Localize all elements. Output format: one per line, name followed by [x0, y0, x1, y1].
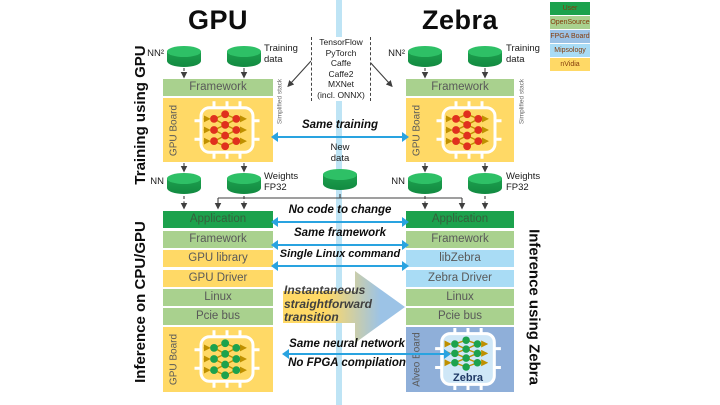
- framework-item: Caffe: [330, 58, 352, 69]
- framework-item: MXNet: [328, 79, 354, 90]
- center-divider-line: [336, 0, 342, 405]
- single-linux-arrow: [271, 261, 409, 271]
- single-linux-command-label: Single Linux command: [279, 248, 401, 260]
- weights-database-icon: [468, 173, 502, 194]
- nn-in-label-left: NN²: [147, 48, 164, 59]
- zebra-chip-label: Zebra: [453, 372, 483, 384]
- transition-line: transition: [284, 310, 339, 324]
- stack-right-row-linux: Linux: [406, 289, 514, 306]
- nn-database-icon: [408, 46, 442, 67]
- training-data-label-right: Training data: [506, 43, 540, 65]
- framework-item: TensorFlow: [319, 37, 363, 47]
- framework-item: Caffe2: [328, 68, 354, 79]
- nn-out-database-icon: [408, 173, 442, 194]
- transition-line: Instantaneous: [284, 283, 366, 297]
- legend-item-user: User: [550, 2, 590, 15]
- stack-right-row-libzebra: libZebra: [406, 250, 514, 267]
- nn-out-label-left: NN: [150, 176, 164, 187]
- stack-left-row-linux: Linux: [163, 289, 273, 306]
- new-data-database-icon: [323, 169, 357, 190]
- nn-in-label-right: NN²: [388, 48, 405, 59]
- stack-right-row-application: Application: [406, 211, 514, 228]
- same-neural-network-arrow: [282, 349, 451, 359]
- zebra-chip-icon: [435, 328, 501, 390]
- gpu-chip-training-left-icon: [194, 101, 260, 159]
- stack-left-row-gpu-library: GPU library: [163, 250, 273, 267]
- stack-right-row-zebra-driver: Zebra Driver: [406, 270, 514, 287]
- gpu-board-train-right-label: GPU Board: [411, 104, 423, 157]
- zebra-title: Zebra: [421, 5, 499, 35]
- legend-item-opensource: OpenSource: [550, 16, 590, 29]
- nn-out-database-icon: [167, 173, 201, 194]
- no-fpga-compilation-label: No FPGA compilation: [288, 357, 406, 369]
- simplified-stack-label-right: Simplified stack: [518, 78, 526, 125]
- legend-item-nvidia: nVidia: [550, 58, 590, 71]
- no-code-arrow: [271, 217, 409, 227]
- stack-left-row-framework: Framework: [163, 231, 273, 248]
- gpu-chip-inference-icon: [194, 330, 260, 388]
- same-neural-network-label: Same neural network: [289, 338, 405, 350]
- transition-text: Instantaneous straightforward transition: [284, 283, 396, 325]
- same-framework-arrow: [271, 240, 409, 250]
- weights-database-icon: [227, 173, 261, 194]
- no-code-to-change-label: No code to change: [288, 204, 392, 216]
- training-data-database-icon: [227, 46, 261, 67]
- same-training-label: Same training: [301, 119, 379, 131]
- stack-left-row-application: Application: [163, 211, 273, 228]
- framework-item: PyTorch: [325, 47, 357, 58]
- same-framework-label: Same framework: [293, 227, 387, 239]
- legend-item-fpga-board: FPGA Board: [550, 30, 590, 43]
- gpu-chip-training-right-icon: [436, 101, 502, 159]
- nn-database-icon: [167, 46, 201, 67]
- transition-line: straightforward: [284, 296, 373, 311]
- framework-list: TensorFlow PyTorch Caffe Caffe2 MXNet (i…: [311, 37, 371, 101]
- weights-label-right: Weights FP32: [506, 171, 541, 193]
- gpu-title: GPU: [187, 5, 248, 35]
- stack-left-row-gpu-driver: GPU Driver: [163, 270, 273, 287]
- gpu-board-inference-label: GPU Board: [168, 333, 180, 386]
- transition-arrow: [283, 271, 405, 343]
- training-data-database-icon: [468, 46, 502, 67]
- weights-label-left: Weights FP32: [264, 171, 299, 193]
- inference-using-zebra-label: Inference using Zebra: [525, 229, 543, 385]
- legend-item-mipsology: Mipsology: [550, 44, 590, 57]
- inference-on-cpu-gpu-label: Inference on CPU/GPU: [132, 221, 149, 383]
- training-data-label-left: Training data: [264, 43, 298, 65]
- framework-item: (incl. ONNX): [317, 89, 365, 100]
- nn-out-label-right: NN: [391, 176, 405, 187]
- same-training-arrow: [271, 132, 409, 142]
- framework-bar-train-right: Framework: [406, 79, 514, 96]
- framework-bar-train-left: Framework: [163, 79, 273, 96]
- stack-right-row-framework: Framework: [406, 231, 514, 248]
- stack-left-row-pcie-bus: Pcie bus: [163, 308, 273, 325]
- stack-right-row-pcie-bus: Pcie bus: [406, 308, 514, 325]
- new-data-label: New data: [330, 142, 350, 164]
- gpu-board-train-left-label: GPU Board: [168, 104, 180, 157]
